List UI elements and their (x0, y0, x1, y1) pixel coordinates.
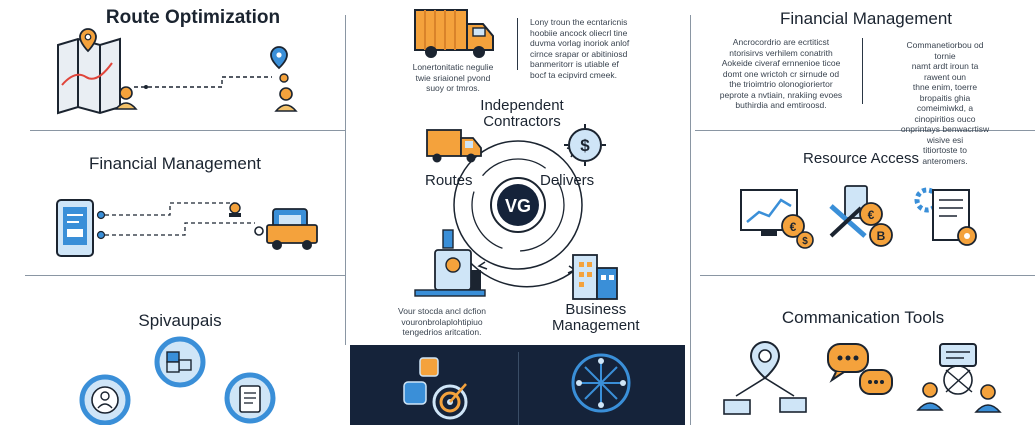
map-pin-icon (79, 28, 97, 53)
tools-coin-icon: € B (829, 185, 893, 247)
courier-icon (274, 87, 298, 112)
delivers-label: Delivers (540, 172, 595, 189)
contractor-workstation-icon (414, 229, 486, 297)
left-financial-title: Financial Management (89, 154, 261, 173)
hub-logo: VG (490, 177, 546, 233)
contractor-hub-diagram: VG $ (414, 124, 618, 300)
svg-text:B: B (877, 229, 886, 243)
svg-text:€: € (868, 208, 875, 222)
resource-icons: € $ € B (740, 185, 977, 249)
left-third-title: Spivaupais (138, 311, 222, 330)
divider-left-1 (30, 130, 345, 131)
stacked-parcels-icon (154, 336, 206, 388)
divider-right-1 (695, 130, 1035, 131)
driver-icon (114, 86, 138, 110)
resource-access-title: Resource Access (803, 150, 919, 167)
financial-flow-illustration (56, 199, 318, 257)
route-optimization-title: Route Optimization (105, 7, 281, 28)
analytics-target-icon (403, 357, 468, 420)
chart-monitor-icon: € $ (740, 189, 814, 249)
hub-title: Independent Contractors (480, 97, 564, 130)
document-gear-icon (914, 187, 977, 246)
team-chat-icon (916, 343, 1002, 413)
business-management-label: Business Management (552, 301, 640, 334)
destination-pin-icon (270, 46, 288, 70)
network-node-icon (571, 353, 631, 413)
financial-text-left: Ancrocordrio are ecrtiticst ntorisirvs v… (719, 37, 843, 110)
dollar-coin-icon: $ (564, 124, 606, 166)
delivery-truck-icon (266, 208, 318, 250)
divider-left (345, 15, 346, 345)
divider-left-2 (25, 275, 345, 276)
routes-label: Routes (425, 172, 473, 189)
left-circle-icons (79, 336, 276, 425)
financial-text-right: Commanetiorbou od tornie namt ardt iroun… (900, 40, 990, 166)
gear-icon (229, 202, 241, 217)
routes-truck-icon (426, 129, 482, 163)
truck-caption: Lonertonitatic negulie twie sriaionel pv… (412, 62, 494, 93)
route-map-illustration (57, 28, 298, 115)
dark-panel-divider (518, 352, 519, 425)
divider-right-2 (700, 275, 1035, 276)
svg-text:$: $ (580, 136, 590, 155)
delivery-truck-icon-top (414, 9, 494, 58)
divider-right (690, 15, 691, 425)
business-buildings-icon (572, 254, 618, 300)
communication-tools-title: Commanication Tools (781, 308, 945, 327)
right-financial-title: Financial Management (780, 9, 952, 28)
document-tablet-icon (224, 372, 276, 424)
divider-center-top (517, 18, 518, 70)
svg-text:$: $ (802, 236, 808, 247)
financial-text-divider (862, 38, 863, 104)
tablet-icon (56, 199, 94, 257)
communication-icons (723, 340, 1002, 415)
hub-logo-text: VG (505, 196, 531, 216)
network-pin-icon (723, 340, 807, 415)
chat-bubbles-icon (827, 343, 893, 395)
truck-description: Lony troun the ecntaricnis hoobiie ancoc… (530, 17, 630, 80)
svg-text:€: € (790, 220, 797, 234)
person-badge-icon (79, 374, 131, 425)
center-bottom-caption: Vour stocda ancl dcfion vouronbrolaploht… (398, 306, 486, 337)
